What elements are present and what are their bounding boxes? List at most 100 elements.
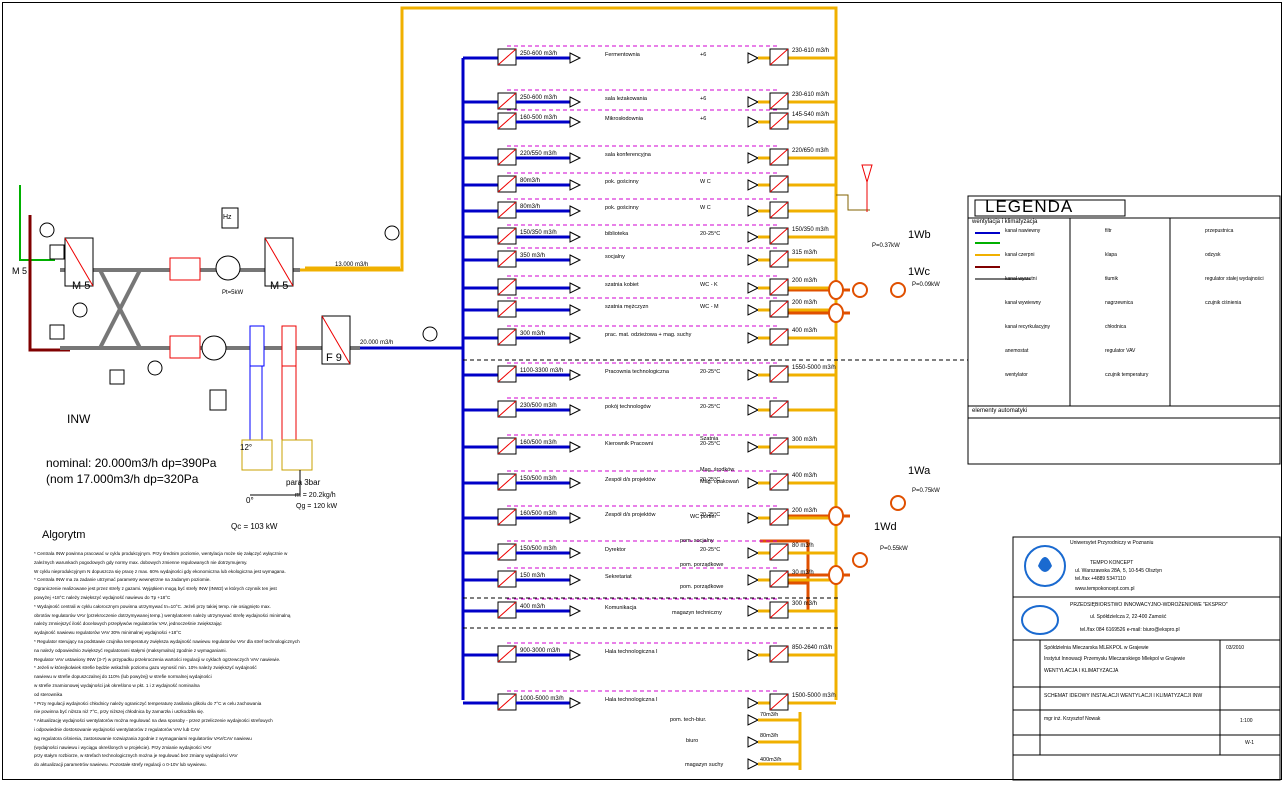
supply-flow: 80m3/h: [520, 178, 541, 184]
algorithm-line: * Przy regulacji wydajności chłodnicy na…: [34, 700, 262, 706]
room-temp: 20-25°C: [700, 477, 721, 483]
cooling-capacity: Qc = 103 kW: [231, 522, 278, 531]
supply-flow: 1100-3300 m3/h: [520, 368, 564, 374]
room-name: socjalny: [605, 254, 625, 260]
fan-1wc-icon: [890, 282, 906, 298]
vav-rows-bottom: [463, 280, 844, 770]
legend-item: czujnik temperatury: [1105, 372, 1149, 378]
unit-nominal: nominal: 20.000m3/h dp=390Pa: [46, 456, 217, 470]
supply-diffuser-icon: [569, 282, 582, 294]
algorithm-line: w strefie znamionowej wydajności jak okr…: [34, 682, 200, 688]
reheater-coil: [281, 325, 297, 367]
exhaust-flow: 300 m3/h: [792, 437, 818, 443]
exhaust-grille-icon: [747, 404, 760, 416]
room-temp: 20-25°C: [700, 404, 721, 410]
fan-1wb-label: 1Wb: [908, 229, 931, 241]
steam-label: para 3bar: [286, 478, 321, 487]
supply-diffuser-icon: [569, 547, 582, 559]
angle-0: 0°: [246, 496, 254, 505]
supply-diffuser-icon: [569, 152, 582, 164]
fan-1wa-icon: [890, 495, 906, 511]
exhaust-grille-icon: [747, 605, 760, 617]
hz-label: Hz: [223, 214, 232, 221]
supply-flow: 220/550 m3/h: [520, 151, 557, 157]
flow-400: 400m3/h: [760, 757, 782, 763]
fan-1wc-label: 1Wc: [908, 266, 930, 278]
legend-item: czujnik ciśnienia: [1205, 300, 1242, 306]
room-name: Kierownik Pracowni: [605, 441, 653, 447]
exhaust-grille-icon: [747, 205, 760, 217]
fan-1wc-power: P=0.09kW: [912, 282, 940, 288]
room-name: pokój technologów: [605, 404, 651, 410]
room-name: Pracownia technologiczna: [605, 369, 669, 375]
supply-diffuser-icon: [569, 477, 582, 489]
supply-flow: 250-600 m3/h: [520, 95, 558, 101]
investor: Spółdzielnia Mleczarska MLEKPOL w Grajew…: [1044, 645, 1149, 651]
algorithm-line: Regulator VAV ustawiony INW (3-7) w przy…: [34, 656, 281, 662]
junction-icon: [828, 303, 844, 323]
exhaust-grille-icon: [747, 649, 760, 661]
stage: WENTYLACJA I KLIMATYZACJA: [1044, 668, 1119, 674]
algorithm-line: (wydajności nawiewu i wyciągu określonyc…: [34, 744, 212, 750]
room-name: Zespół d/s projektów: [605, 477, 656, 483]
supply-diffuser-icon: [569, 304, 582, 316]
exhaust-flow: 200 m3/h: [792, 300, 818, 306]
exhaust-grille-icon: [747, 332, 760, 344]
exhaust-grille-icon: [747, 736, 760, 748]
supply-flow: 160/500 m3/h: [520, 511, 557, 517]
legend-item: nagrzewnica: [1105, 300, 1134, 306]
supply-diffuser-icon: [569, 512, 582, 524]
cooler-coil: [249, 325, 265, 367]
algorithm-line: nie powinna być niższa niż 7°C, przy niż…: [34, 709, 205, 715]
fan-1wd-power: P=0.55kW: [880, 546, 908, 552]
room-pom-socjalny: pom. socjalny: [680, 538, 714, 544]
unit-nom: (nom 17.000m3/h dp=320Pa: [46, 472, 199, 486]
supply-diffuser-icon: [569, 369, 582, 381]
fan-upper: [215, 255, 241, 281]
exhaust-flow: 400 m3/h: [792, 328, 818, 334]
supply-diffuser-icon: [569, 574, 582, 586]
heat-gas: Qg = 120 kW: [296, 503, 338, 510]
date: 03/2010: [1226, 645, 1245, 651]
fan-1wd-icon: [852, 552, 868, 568]
supply-flow: 230/500 m3/h: [520, 403, 557, 409]
supply-flow: 150/350 m3/h: [520, 230, 557, 236]
legend-item: anemostat: [1005, 348, 1029, 354]
algorithm-line: obrotów regulatorów VAV (przekroczenie d…: [34, 612, 291, 618]
exhaust-flow: 400 m3/h: [792, 473, 818, 479]
fan-1wb-icon: [852, 282, 868, 298]
room-name: pok. gościnny: [605, 205, 639, 211]
room-name: Fermentownia: [605, 52, 640, 58]
supply-diffuser-icon: [569, 52, 582, 64]
algorithm-line: * Jeżeli w którejkolwiek strefie będzie …: [34, 665, 257, 671]
room-name: szatnia mężczyzn: [605, 304, 649, 310]
room-mag-techniczny: magazyn techniczny: [672, 610, 722, 616]
room-temp: W C: [700, 179, 711, 185]
room-name: Hala technologiczna I: [605, 649, 658, 655]
supply-flow: 160/500 m3/h: [520, 440, 557, 446]
exhaust-grille-icon: [747, 179, 760, 191]
supply-diffuser-icon: [569, 205, 582, 217]
sheet: W-1: [1245, 740, 1255, 746]
room-name: pok. gościnny: [605, 179, 639, 185]
exhaust-grille-icon: [747, 758, 760, 770]
supply-diffuser-icon: [569, 179, 582, 191]
client-line1: Uniwersytet Przyrodniczy w Poznaniu: [1070, 540, 1154, 546]
algorithm-line: * Centrala INW powinna pracować w cyklu …: [34, 551, 288, 556]
exhaust-grille-icon: [747, 282, 760, 294]
exhaust-flow: 220/650 m3/h: [792, 148, 829, 154]
room-name: Komunikacja: [605, 605, 637, 611]
author: mgr inż. Krzysztof Nowak: [1044, 716, 1101, 722]
legend-item: przepustnica: [1205, 228, 1234, 234]
legend-item: chłodnica: [1105, 324, 1127, 330]
main-flow-lower: 20.000 m3/h: [360, 340, 394, 346]
legend-item: odzysk: [1205, 252, 1221, 258]
junction-icon: [828, 280, 844, 300]
client-addr: ul. Warszawska 28A, 5, 10-545 Olsztyn: [1075, 568, 1163, 574]
room-temp: 20-25°C: [700, 441, 721, 447]
supply-flow: 350 m3/h: [520, 253, 546, 259]
exhaust-grille-icon: [747, 441, 760, 453]
supply-flow: 150/500 m3/h: [520, 546, 557, 552]
room-pom-tech-biur: pom. tech-biur.: [670, 717, 707, 723]
